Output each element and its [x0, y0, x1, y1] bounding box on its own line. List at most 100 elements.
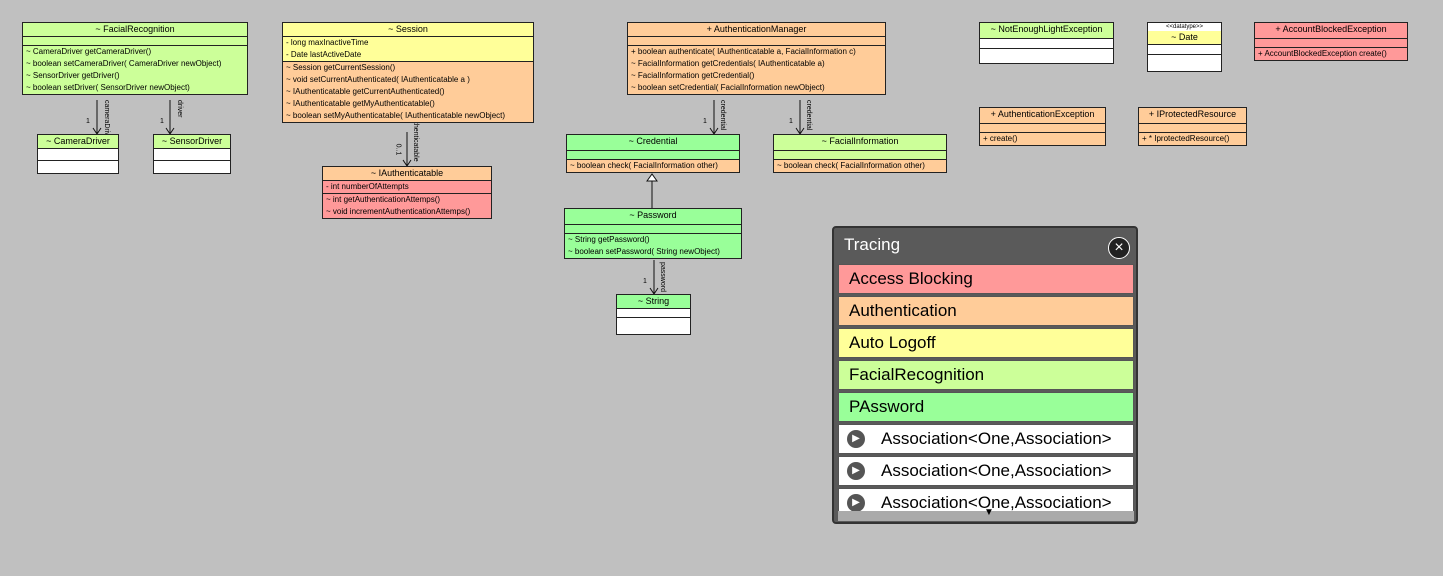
association-label: Association<One,Association>	[881, 493, 1112, 512]
methods-section: ~ int getAuthenticationAttemps() ~ void …	[323, 194, 491, 218]
class-account-blocked-exception[interactable]: + AccountBlockedException + AccountBlock…	[1254, 22, 1408, 61]
scroll-down-icon[interactable]: ▼	[984, 507, 994, 518]
attributes-section	[567, 151, 739, 160]
method: ~ boolean check( FacialInformation other…	[570, 161, 718, 170]
attribute: - long maxInactiveTime	[286, 38, 369, 47]
method: ~ CameraDriver getCameraDriver()	[26, 47, 152, 56]
label-driver: driver	[176, 100, 183, 118]
label-credential: credential	[719, 100, 726, 131]
attributes-section	[1255, 39, 1407, 48]
method: + boolean authenticate( IAuthenticatable…	[631, 47, 856, 56]
tracing-list: Access Blocking Authentication Auto Logo…	[838, 264, 1134, 520]
class-sensor-driver[interactable]: ~ SensorDriver	[153, 134, 231, 174]
class-title: ~ String	[617, 295, 690, 309]
label-credential-2: credential	[805, 100, 812, 131]
method: ~ boolean setPassword( String newObject)	[568, 247, 720, 256]
methods-section: + AccountBlockedException create()	[1255, 48, 1407, 60]
methods-section: + create()	[980, 133, 1105, 145]
class-authentication-manager[interactable]: + AuthenticationManager + boolean authen…	[627, 22, 886, 95]
attributes-section	[628, 37, 885, 46]
feature-password[interactable]: PAssword	[838, 392, 1134, 422]
play-icon[interactable]: ▶	[847, 462, 865, 480]
class-facial-information[interactable]: ~ FacialInformation ~ boolean check( Fac…	[773, 134, 947, 173]
methods-section	[154, 161, 230, 173]
scrollbar[interactable]: ▼	[838, 507, 1134, 521]
association-item[interactable]: ▶ Association<One,Association>	[838, 456, 1134, 486]
tracing-panel[interactable]: Tracing × Access Blocking Authentication…	[832, 226, 1138, 524]
methods-section: + boolean authenticate( IAuthenticatable…	[628, 46, 885, 94]
attributes-section	[980, 124, 1105, 133]
class-title: + AuthenticationException	[980, 108, 1105, 124]
class-authentication-exception[interactable]: + AuthenticationException + create()	[979, 107, 1106, 146]
attributes-section	[617, 309, 690, 318]
class-title: ~ Password	[565, 209, 741, 225]
method: + * IprotectedResource()	[1142, 134, 1230, 143]
attributes-section	[774, 151, 946, 160]
methods-section: ~ boolean check( FacialInformation other…	[567, 160, 739, 172]
class-title: ~ Date	[1148, 31, 1221, 45]
class-session[interactable]: ~ Session - long maxInactiveTime - Date …	[282, 22, 534, 123]
association-label: Association<One,Association>	[881, 429, 1112, 448]
class-title: ~ Credential	[567, 135, 739, 151]
class-title: ~ NotEnoughLightException	[980, 23, 1113, 39]
methods-section: ~ boolean check( FacialInformation other…	[774, 160, 946, 172]
class-credential[interactable]: ~ Credential ~ boolean check( FacialInfo…	[566, 134, 740, 173]
method: ~ IAuthenticatable getCurrentAuthenticat…	[286, 87, 445, 96]
methods-section: + * IprotectedResource()	[1139, 133, 1246, 145]
class-iauthenticatable[interactable]: ~ IAuthenticatable - int numberOfAttempt…	[322, 166, 492, 219]
method: ~ boolean check( FacialInformation other…	[777, 161, 925, 170]
play-icon[interactable]: ▶	[847, 430, 865, 448]
class-not-enough-light-exception[interactable]: ~ NotEnoughLightException	[979, 22, 1114, 64]
method: + AccountBlockedException create()	[1258, 49, 1387, 58]
feature-auto-logoff[interactable]: Auto Logoff	[838, 328, 1134, 358]
mult-credential: 1	[703, 118, 707, 125]
method: ~ FacialInformation getCredential()	[631, 71, 755, 80]
method: + create()	[983, 134, 1018, 143]
close-icon[interactable]: ×	[1108, 237, 1130, 259]
methods-section: ~ Session getCurrentSession() ~ void set…	[283, 62, 533, 122]
play-icon[interactable]: ▶	[847, 494, 865, 512]
association-item[interactable]: ▶ Association<One,Association>	[838, 424, 1134, 454]
class-title: + AccountBlockedException	[1255, 23, 1407, 39]
method: ~ boolean setMyAuthenticatable( IAuthent…	[286, 111, 506, 120]
class-title: + AuthenticationManager	[628, 23, 885, 37]
attributes-section	[1148, 45, 1221, 55]
class-string[interactable]: ~ String	[616, 294, 691, 335]
attributes-section	[154, 149, 230, 161]
class-title: + IProtectedResource	[1139, 108, 1246, 124]
feature-facial-recognition[interactable]: FacialRecognition	[838, 360, 1134, 390]
stereotype-label: <<datatype>>	[1148, 23, 1221, 31]
attribute: - Date lastActiveDate	[286, 50, 362, 59]
method: ~ FacialInformation getCredentials( IAut…	[631, 59, 825, 68]
attributes-section	[38, 149, 118, 161]
feature-access-blocking[interactable]: Access Blocking	[838, 264, 1134, 294]
class-iprotected-resource[interactable]: + IProtectedResource + * IprotectedResou…	[1138, 107, 1247, 146]
method: ~ void setCurrentAuthenticated( IAuthent…	[286, 75, 470, 84]
methods-section	[1148, 55, 1221, 71]
association-label: Association<One,Association>	[881, 461, 1112, 480]
attributes-section: - int numberOfAttempts	[323, 181, 491, 194]
methods-section	[980, 49, 1113, 63]
attributes-section	[1139, 124, 1246, 133]
class-title: ~ IAuthenticatable	[323, 167, 491, 181]
class-facial-recognition[interactable]: ~ FacialRecognition ~ CameraDriver getCa…	[22, 22, 248, 95]
attributes-section	[23, 37, 247, 46]
method: ~ boolean setCameraDriver( CameraDriver …	[26, 59, 222, 68]
methods-section: ~ CameraDriver getCameraDriver() ~ boole…	[23, 46, 247, 94]
class-date[interactable]: <<datatype>> ~ Date	[1147, 22, 1222, 72]
tracing-title: Tracing	[844, 235, 901, 254]
mult-driver: 1	[160, 118, 164, 125]
method: ~ String getPassword()	[568, 235, 650, 244]
generalization-arrowhead	[646, 173, 658, 182]
feature-authentication[interactable]: Authentication	[838, 296, 1134, 326]
method: ~ int getAuthenticationAttemps()	[326, 195, 441, 204]
mult-password: 1	[643, 278, 647, 285]
method: ~ Session getCurrentSession()	[286, 63, 396, 72]
method: ~ boolean setCredential( FacialInformati…	[631, 83, 825, 92]
class-password[interactable]: ~ Password ~ String getPassword() ~ bool…	[564, 208, 742, 259]
mult-credential-2: 1	[789, 118, 793, 125]
class-title: ~ SensorDriver	[154, 135, 230, 149]
attributes-section	[980, 39, 1113, 49]
attributes-section: - long maxInactiveTime - Date lastActive…	[283, 37, 533, 62]
class-camera-driver[interactable]: ~ CameraDriver	[37, 134, 119, 174]
